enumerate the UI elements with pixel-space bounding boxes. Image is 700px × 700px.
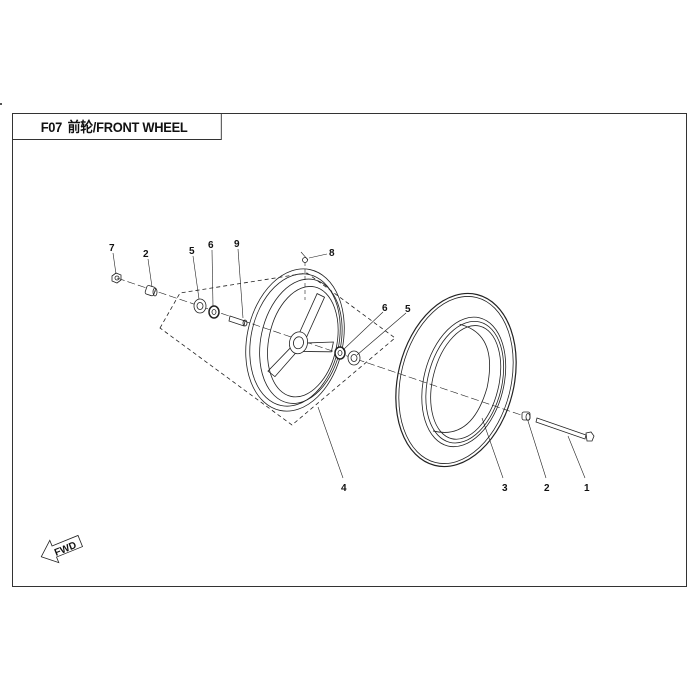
front-tire [395,292,517,468]
callout-1: 1 [584,483,590,494]
spacer-2-right [521,411,531,421]
axle-centerline [116,277,531,419]
callout-2-left: 2 [143,249,149,260]
front-rim [245,268,345,412]
bearing-6-right [334,346,346,360]
spacer-2-left [144,285,158,297]
fwd-arrow-icon [40,534,84,564]
callout-3: 3 [502,483,508,494]
callout-4: 4 [341,483,347,494]
diagram-frame [12,113,687,587]
title-code: F07 [40,118,63,135]
callout-6-left: 6 [208,240,214,251]
callout-8: 8 [329,248,335,259]
callout-9: 9 [234,239,240,250]
valve-8 [302,257,308,263]
diagram-title: F07 前轮/FRONT WHEEL [12,113,222,140]
nut-7 [111,272,122,284]
wheel-assembly-outline [159,272,396,426]
stray-mark [0,103,2,105]
bearing-6-left [208,305,220,319]
title-name: 前轮/FRONT WHEEL [67,118,188,135]
fwd-label: FWD [53,540,78,559]
callout-6-right: 6 [382,303,388,314]
callout-7: 7 [109,243,115,254]
axle-bolt-1 [535,417,595,442]
callout-5-right: 5 [405,304,411,315]
callout-5-left: 5 [189,246,195,257]
washer-5-right [347,350,361,366]
washer-5-left [193,298,207,314]
collar-9 [228,315,248,327]
callout-2-right: 2 [544,483,550,494]
